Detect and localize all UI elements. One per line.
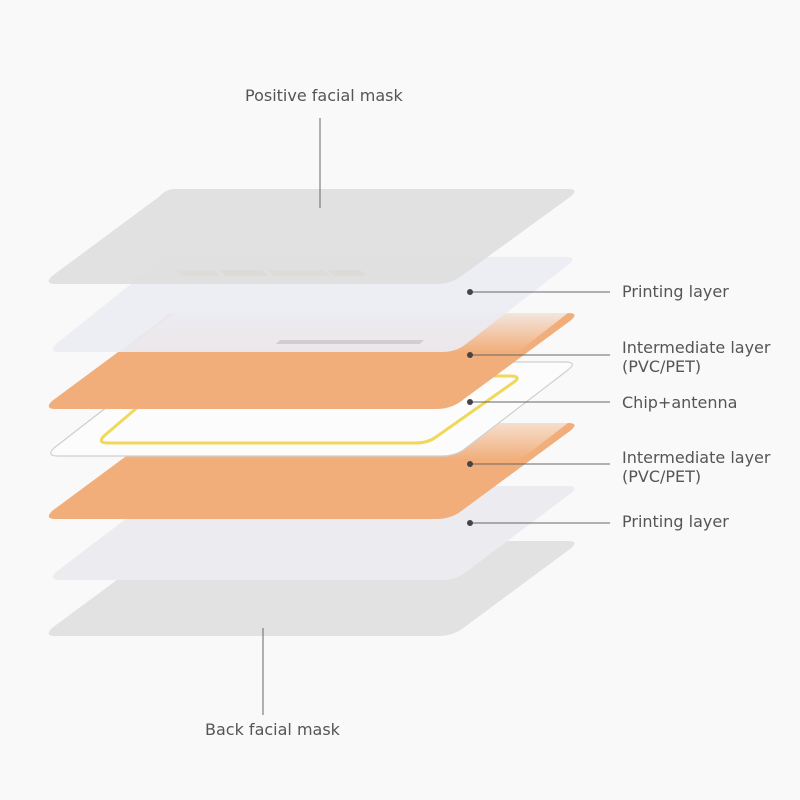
- leader-dots: [467, 289, 473, 526]
- positive-facial-mask-layer: [48, 189, 575, 284]
- intermediate-layer-bottom-label: Intermediate layer (PVC/PET): [622, 448, 770, 486]
- leader-lines: [262, 118, 610, 715]
- positive-facial-mask-label: Positive facial mask: [245, 86, 403, 105]
- back-facial-mask-label: Back facial mask: [205, 720, 340, 739]
- printing-layer-bottom-label: Printing layer: [622, 512, 729, 531]
- intermediate-layer-bottom-title: Intermediate layer: [622, 448, 771, 467]
- printing-layer-top-label: Printing layer: [622, 282, 729, 301]
- printed-fine-text: [276, 340, 424, 344]
- intermediate-layer-top-label: Intermediate layer (PVC/PET): [622, 338, 770, 376]
- intermediate-layer-top-title: Intermediate layer: [622, 338, 771, 357]
- chip-antenna-label: Chip+antenna: [622, 393, 738, 412]
- intermediate-layer-top-material: (PVC/PET): [622, 357, 702, 376]
- intermediate-layer-bottom-material: (PVC/PET): [622, 467, 702, 486]
